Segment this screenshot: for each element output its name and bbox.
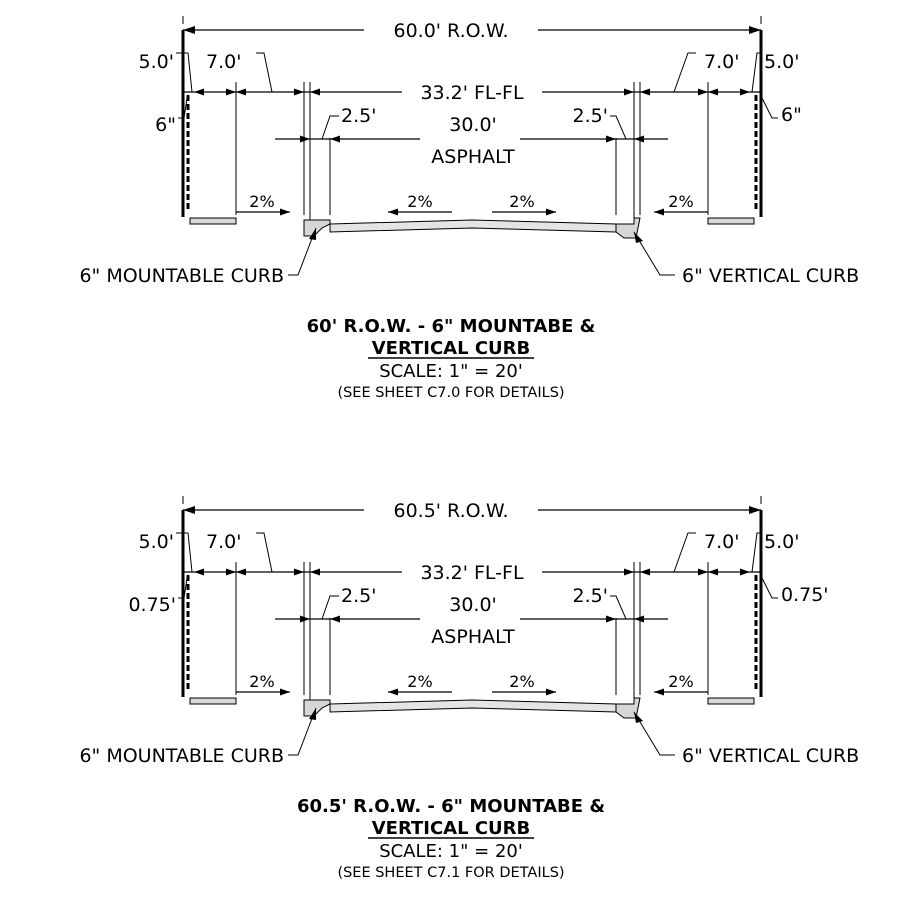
slope-label-right-lane: 2% (509, 672, 534, 691)
right-offset-label: 0.75' (781, 584, 829, 606)
slope-label-left-walk: 2% (249, 192, 274, 211)
right-offset-label: 6" (781, 104, 802, 126)
slope-label-left-lane: 2% (407, 672, 432, 691)
left-offset-label: 0.75' (128, 594, 176, 616)
row-width-label: 60.0' R.O.W. (393, 20, 508, 42)
left-parkway-label: 7.0' (206, 531, 241, 553)
fl-fl-label: 33.2' FL-FL (420, 562, 524, 584)
left-walk-label: 5.0' (139, 51, 174, 73)
left-parkway-label: 7.0' (206, 51, 241, 73)
section-60-row: 60.0' R.O.W. 5.0' 7.0' 7.0' 5.0' 6" 6" 3… (79, 14, 859, 401)
section-title: 60.5' R.O.W. - 6" MOUNTABE & (297, 796, 605, 817)
slope-label-right-lane: 2% (509, 192, 534, 211)
right-gutter-label: 2.5' (573, 105, 608, 127)
section-60-5-row: 60.5' R.O.W. 5.0' 7.0' 7.0' 5.0' 0.75' 0… (79, 494, 859, 881)
asphalt-width-label: 30.0' (449, 114, 497, 136)
asphalt-label: ASPHALT (431, 626, 515, 648)
right-walk-label: 5.0' (764, 51, 799, 73)
scale-label: SCALE: 1" = 20' (379, 841, 523, 862)
right-parkway-label: 7.0' (704, 51, 739, 73)
slope-label-right-walk: 2% (668, 672, 693, 691)
right-walk-label: 5.0' (764, 531, 799, 553)
left-gutter-label: 2.5' (341, 585, 376, 607)
left-offset-label: 6" (155, 114, 176, 136)
scale-label: SCALE: 1" = 20' (379, 361, 523, 382)
slope-label-left-walk: 2% (249, 672, 274, 691)
section-subtitle: VERTICAL CURB (372, 338, 531, 359)
row-width-label: 60.5' R.O.W. (393, 500, 508, 522)
asphalt-label: ASPHALT (431, 146, 515, 168)
left-curb-callout: 6" MOUNTABLE CURB (79, 265, 284, 287)
left-walk-label: 5.0' (139, 531, 174, 553)
section-title: 60' R.O.W. - 6" MOUNTABE & (307, 316, 596, 337)
slope-label-left-lane: 2% (407, 192, 432, 211)
left-gutter-label: 2.5' (341, 105, 376, 127)
fl-fl-label: 33.2' FL-FL (420, 82, 524, 104)
right-curb-callout: 6" VERTICAL CURB (682, 745, 859, 767)
detail-note: (SEE SHEET C7.0 FOR DETAILS) (337, 385, 564, 401)
left-curb-callout: 6" MOUNTABLE CURB (79, 745, 284, 767)
right-curb-callout: 6" VERTICAL CURB (682, 265, 859, 287)
asphalt-width-label: 30.0' (449, 594, 497, 616)
section-subtitle: VERTICAL CURB (372, 818, 531, 839)
right-parkway-label: 7.0' (704, 531, 739, 553)
right-gutter-label: 2.5' (573, 585, 608, 607)
detail-note: (SEE SHEET C7.1 FOR DETAILS) (337, 865, 564, 881)
slope-label-right-walk: 2% (668, 192, 693, 211)
